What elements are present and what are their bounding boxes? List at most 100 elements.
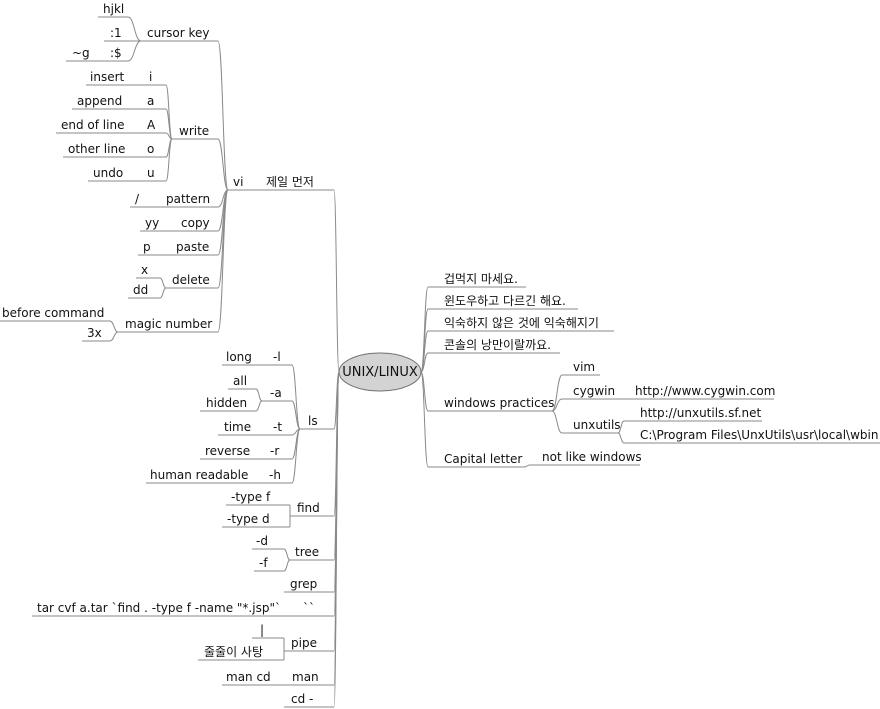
node-fh[interactable]: -h <box>269 468 281 482</box>
connector-lines <box>103 16 625 708</box>
node-bt[interactable]: `` <box>303 601 315 615</box>
node-time[interactable]: time <box>224 420 251 434</box>
node-3x[interactable]: 3x <box>87 326 102 340</box>
e-n1 <box>420 286 429 373</box>
e-3x <box>109 331 119 342</box>
node-pipe[interactable]: pipe <box>291 636 317 650</box>
node-man[interactable]: man <box>292 670 319 684</box>
node-long[interactable]: long <box>226 350 252 364</box>
node-cursor[interactable]: cursor key <box>147 26 209 40</box>
node-tree[interactable]: tree <box>295 545 319 559</box>
root-ellipse[interactable] <box>338 352 422 392</box>
node-capnote[interactable]: not like windows <box>542 450 642 464</box>
node-yy[interactable]: yy <box>145 216 159 230</box>
e-first <box>333 189 340 373</box>
node-cap[interactable]: Capital letter <box>444 452 522 466</box>
node-all[interactable]: all <box>233 374 247 388</box>
root-node[interactable]: UNIX/LINUX <box>338 352 422 392</box>
e-before <box>109 320 119 333</box>
node-cyg[interactable]: cygwin <box>573 384 615 398</box>
node-cdol[interactable]: :$ <box>110 46 122 60</box>
e-wi <box>165 84 173 140</box>
node-unxurl[interactable]: http://unxutils.sf.net <box>640 406 762 420</box>
e-fl <box>291 364 301 430</box>
node-wappend[interactable]: append <box>77 94 122 108</box>
e-cyg <box>551 398 563 412</box>
e-unx <box>551 410 563 434</box>
node-reverse[interactable]: reverse <box>205 444 250 458</box>
node-ls[interactable]: ls <box>308 414 318 428</box>
node-fl[interactable]: -l <box>273 350 281 364</box>
e-dx <box>159 277 167 289</box>
node-wundo[interactable]: undo <box>93 166 123 180</box>
underlines <box>0 16 880 708</box>
node-hjkl[interactable]: hjkl <box>103 2 124 16</box>
node-ddd[interactable]: dd <box>133 283 148 297</box>
e-cursor <box>217 40 229 191</box>
node-grep[interactable]: grep <box>290 577 317 591</box>
node-slash[interactable]: / <box>135 192 140 206</box>
e-n4 <box>420 352 429 373</box>
node-tg[interactable]: ~g <box>72 46 90 60</box>
node-n3[interactable]: 익숙하지 않은 것에 익숙해지기 <box>444 316 599 330</box>
e-unxurl <box>617 420 625 434</box>
node-magic[interactable]: magic number <box>125 317 212 331</box>
node-unx[interactable]: unxutils <box>573 418 621 432</box>
node-find[interactable]: find <box>297 501 320 515</box>
node-ft[interactable]: -t <box>273 420 282 434</box>
node-pkey[interactable]: p <box>143 240 151 254</box>
e-cdol <box>127 40 142 62</box>
e-fh <box>291 428 301 484</box>
node-vi[interactable]: vi <box>233 175 243 189</box>
root-label[interactable]: UNIX/LINUX <box>342 365 418 380</box>
node-wother[interactable]: other line <box>68 142 125 156</box>
node-cd[interactable]: cd - <box>291 692 313 706</box>
e-tf <box>283 559 291 572</box>
node-wi[interactable]: i <box>149 70 152 84</box>
node-n2[interactable]: 윈도우하고 다르긴 해요. <box>444 294 566 308</box>
node-typed[interactable]: -type d <box>227 512 270 526</box>
e-td <box>283 548 291 561</box>
node-wo[interactable]: o <box>147 142 154 156</box>
node-td[interactable]: -d <box>256 534 268 548</box>
node-typef[interactable]: -type f <box>231 490 271 504</box>
node-candy[interactable]: 줄줄이 사탕 <box>204 645 263 659</box>
node-cygurl[interactable]: http://www.cygwin.com <box>635 384 775 398</box>
node-hidden[interactable]: hidden <box>206 396 247 410</box>
node-wp[interactable]: windows practices <box>444 396 554 410</box>
node-fr[interactable]: -r <box>270 444 279 458</box>
node-copy[interactable]: copy <box>181 216 210 230</box>
e-wu <box>165 138 173 182</box>
node-tar[interactable]: tar cvf a.tar `find . -type f -name "*.j… <box>37 601 281 615</box>
node-human[interactable]: human readable <box>150 468 248 482</box>
node-wend[interactable]: end of line <box>61 118 124 132</box>
node-mancd[interactable]: man cd <box>226 670 271 684</box>
node-c1[interactable]: :1 <box>110 26 122 40</box>
e-cd <box>333 371 340 708</box>
node-wA[interactable]: A <box>147 118 156 132</box>
node-unxpath[interactable]: C:\Program Files\UnxUtils\usr\local\wbin <box>640 428 878 442</box>
e-ddd <box>159 287 167 299</box>
node-delete[interactable]: delete <box>172 273 210 287</box>
node-wa[interactable]: a <box>147 94 154 108</box>
e-fa <box>291 400 301 430</box>
node-fa[interactable]: -a <box>270 386 282 400</box>
e-all <box>255 388 263 402</box>
node-n4[interactable]: 콘솔의 낭만이랄까요. <box>444 338 551 352</box>
e-vim <box>551 374 563 412</box>
node-winsert[interactable]: insert <box>90 70 125 84</box>
node-vim[interactable]: vim <box>573 360 595 374</box>
node-bar[interactable]: | <box>260 623 264 637</box>
e-hidden <box>255 400 263 412</box>
node-first[interactable]: 제일 먼저 <box>266 175 314 189</box>
node-pattern[interactable]: pattern <box>166 192 210 206</box>
node-n1[interactable]: 겁먹지 마세요. <box>444 272 518 286</box>
node-before[interactable]: before command <box>2 306 104 320</box>
node-paste[interactable]: paste <box>176 240 209 254</box>
node-write[interactable]: write <box>179 124 209 138</box>
node-wu[interactable]: u <box>147 166 155 180</box>
node-dx[interactable]: x <box>141 263 148 277</box>
node-tf[interactable]: -f <box>259 556 268 570</box>
